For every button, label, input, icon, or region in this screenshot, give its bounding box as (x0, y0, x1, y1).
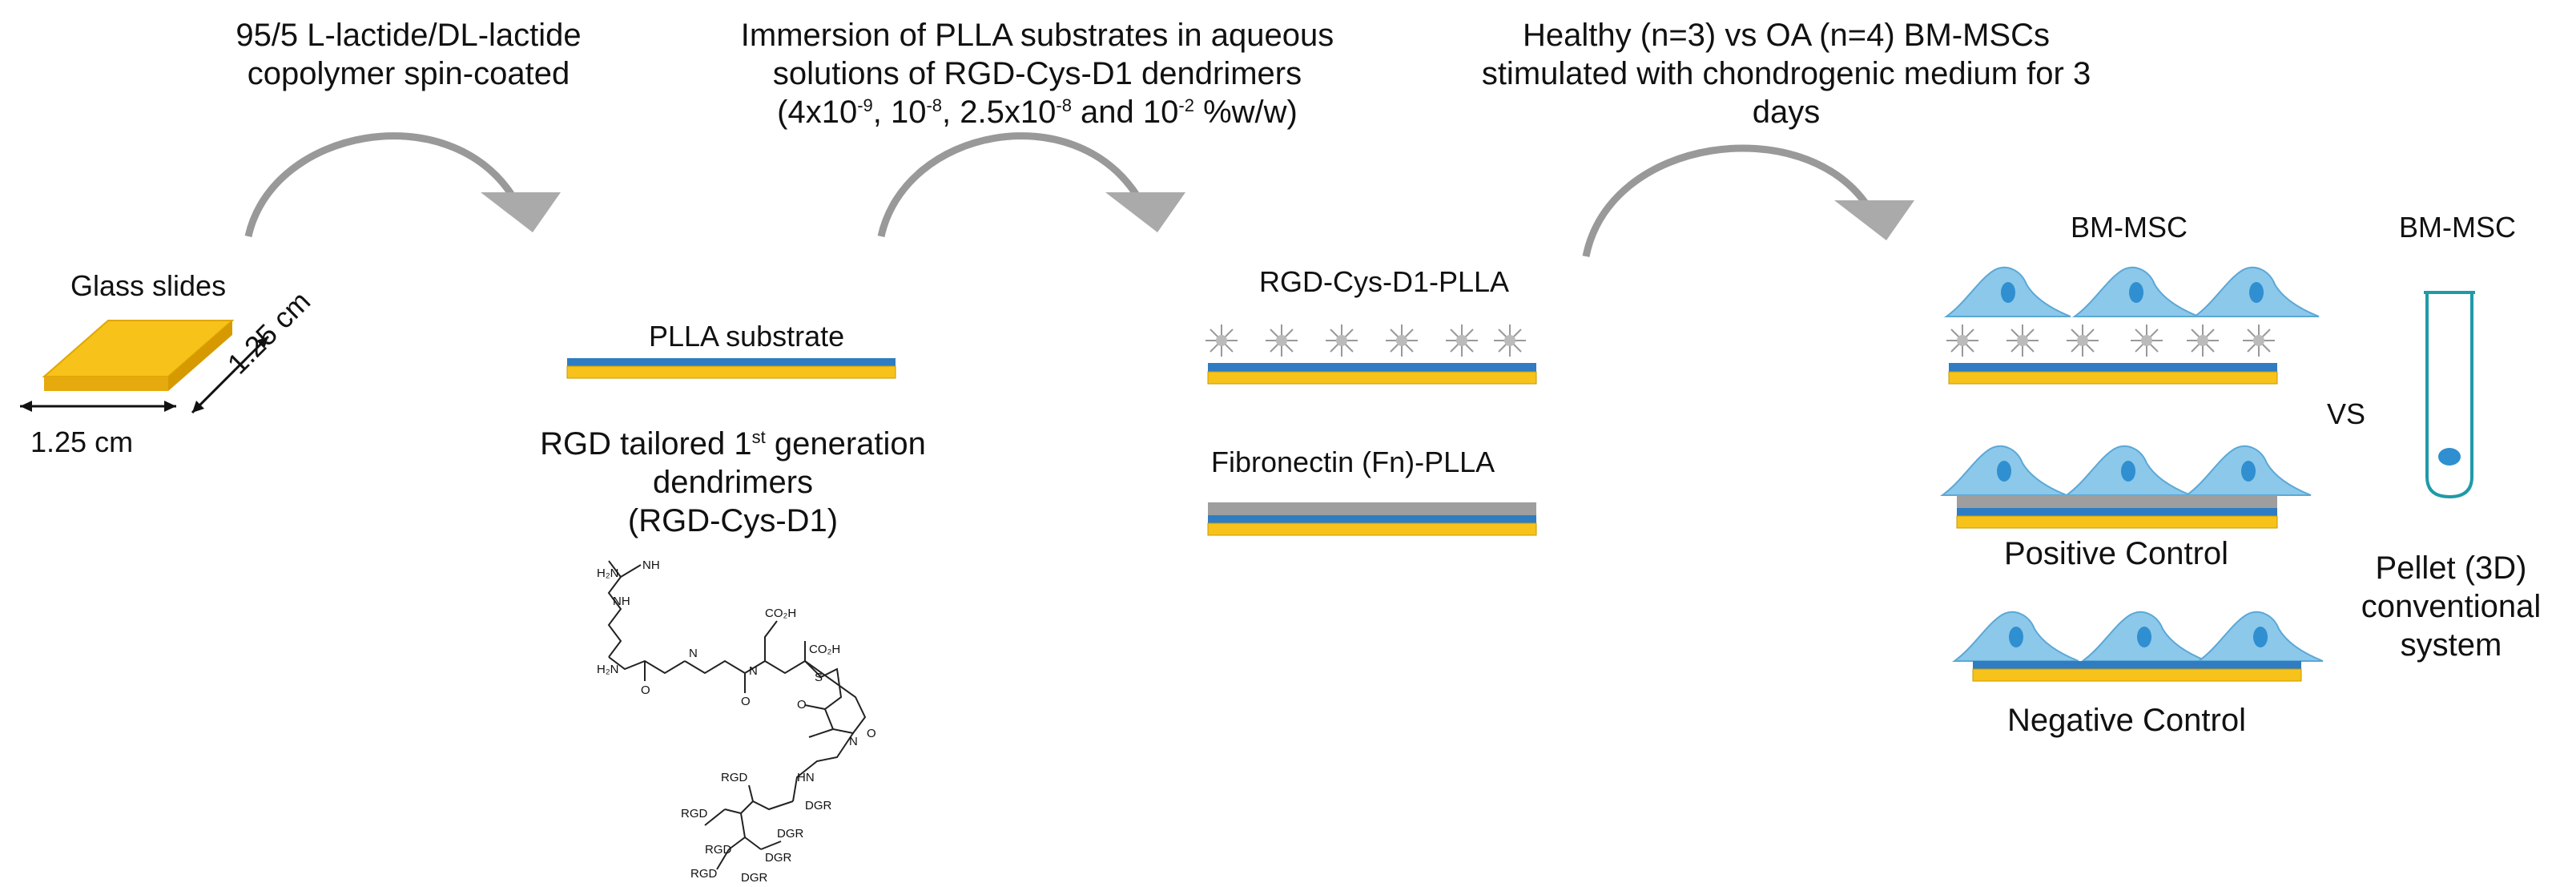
vs-label: VS (2327, 397, 2366, 430)
svg-text:N: N (689, 647, 698, 660)
fn-plla-substrate-icon (1207, 502, 1537, 536)
arrow-2-icon (877, 132, 1185, 237)
step1-title: 95/5 L-lactide/DL-lactide copolymer spin… (235, 16, 581, 93)
arrow-1-icon (244, 132, 561, 237)
step2-line2: solutions of RGD-Cys-D1 dendrimers (772, 56, 1302, 91)
step3-line3: days (1752, 95, 1821, 130)
positive-control-label: Positive Control (2003, 536, 2229, 571)
svg-text:O: O (797, 698, 807, 712)
rgd-plla-label: RGD-Cys-D1-PLLA (1259, 265, 1510, 298)
step3-line2: stimulated with chondrogenic medium for … (1481, 56, 2091, 91)
step1-line1: 95/5 L-lactide/DL-lactide (235, 18, 582, 53)
svg-text:DGR: DGR (777, 827, 804, 841)
svg-text:S: S (815, 671, 823, 684)
svg-text:O: O (741, 695, 751, 708)
negative-control-cells (1954, 611, 2324, 682)
svg-text:DGR: DGR (805, 799, 832, 812)
step2-title: Immersion of PLLA substrates in aqueous … (741, 16, 1334, 131)
rgd-cys-d1-structure (607, 560, 867, 870)
rgd-dendrimer-label: RGD tailored 1st generation dendrimers (… (540, 426, 926, 538)
negative-control-label: Negative Control (2007, 703, 2246, 738)
cells-on-rgd-plla (1946, 266, 2320, 385)
step1-line2: copolymer spin-coated (247, 56, 570, 91)
svg-text:RGD: RGD (690, 867, 718, 881)
svg-text:RGD: RGD (721, 771, 748, 784)
svg-text:RGD: RGD (705, 843, 732, 857)
step3-title: Healthy (n=3) vs OA (n=4) BM-MSCs stimul… (1482, 16, 2091, 131)
step2-line1: Immersion of PLLA substrates in aqueous (740, 18, 1334, 53)
step2-line3: (4x10-9, 10-8, 2.5x10-8 and 10-2 %w/w) (777, 95, 1298, 130)
svg-text:O: O (867, 727, 876, 740)
positive-control-cells (1942, 445, 2312, 529)
svg-text:N: N (749, 664, 758, 678)
svg-text:NH: NH (642, 558, 660, 572)
pellet-label: Pellet (3D) conventional system (2361, 550, 2542, 663)
plla-substrate-icon (566, 358, 896, 379)
svg-text:CO₂H: CO₂H (765, 607, 796, 620)
svg-text:H₂N: H₂N (597, 566, 619, 580)
rgd-plla-substrate-icon (1205, 324, 1537, 385)
svg-text:O: O (641, 683, 650, 697)
pellet-tube-icon (2424, 291, 2475, 499)
svg-text:RGD: RGD (681, 807, 708, 820)
svg-text:HN: HN (797, 771, 815, 784)
glass-slide-icon (20, 320, 270, 414)
step3-line1: Healthy (n=3) vs OA (n=4) BM-MSCs (1523, 18, 2050, 53)
svg-text:N: N (849, 735, 858, 748)
svg-text:NH: NH (613, 595, 630, 608)
glass-slides-label: Glass slides (70, 269, 227, 302)
arrow-3-icon (1582, 144, 1914, 257)
plla-substrate-label: PLLA substrate (649, 320, 845, 353)
svg-text:H₂N: H₂N (597, 663, 619, 676)
glass-width-label: 1.25 cm (30, 425, 134, 458)
chem-labels: H₂N NH NH H₂N N N CO₂H CO₂H O O S O N O … (597, 558, 876, 885)
bm-msc-label-2: BM-MSC (2399, 211, 2516, 244)
fn-plla-label: Fibronectin (Fn)-PLLA (1211, 446, 1495, 478)
bm-msc-label-1: BM-MSC (2071, 211, 2188, 244)
svg-text:DGR: DGR (741, 871, 768, 885)
svg-text:DGR: DGR (765, 851, 792, 865)
svg-text:CO₂H: CO₂H (809, 643, 840, 656)
